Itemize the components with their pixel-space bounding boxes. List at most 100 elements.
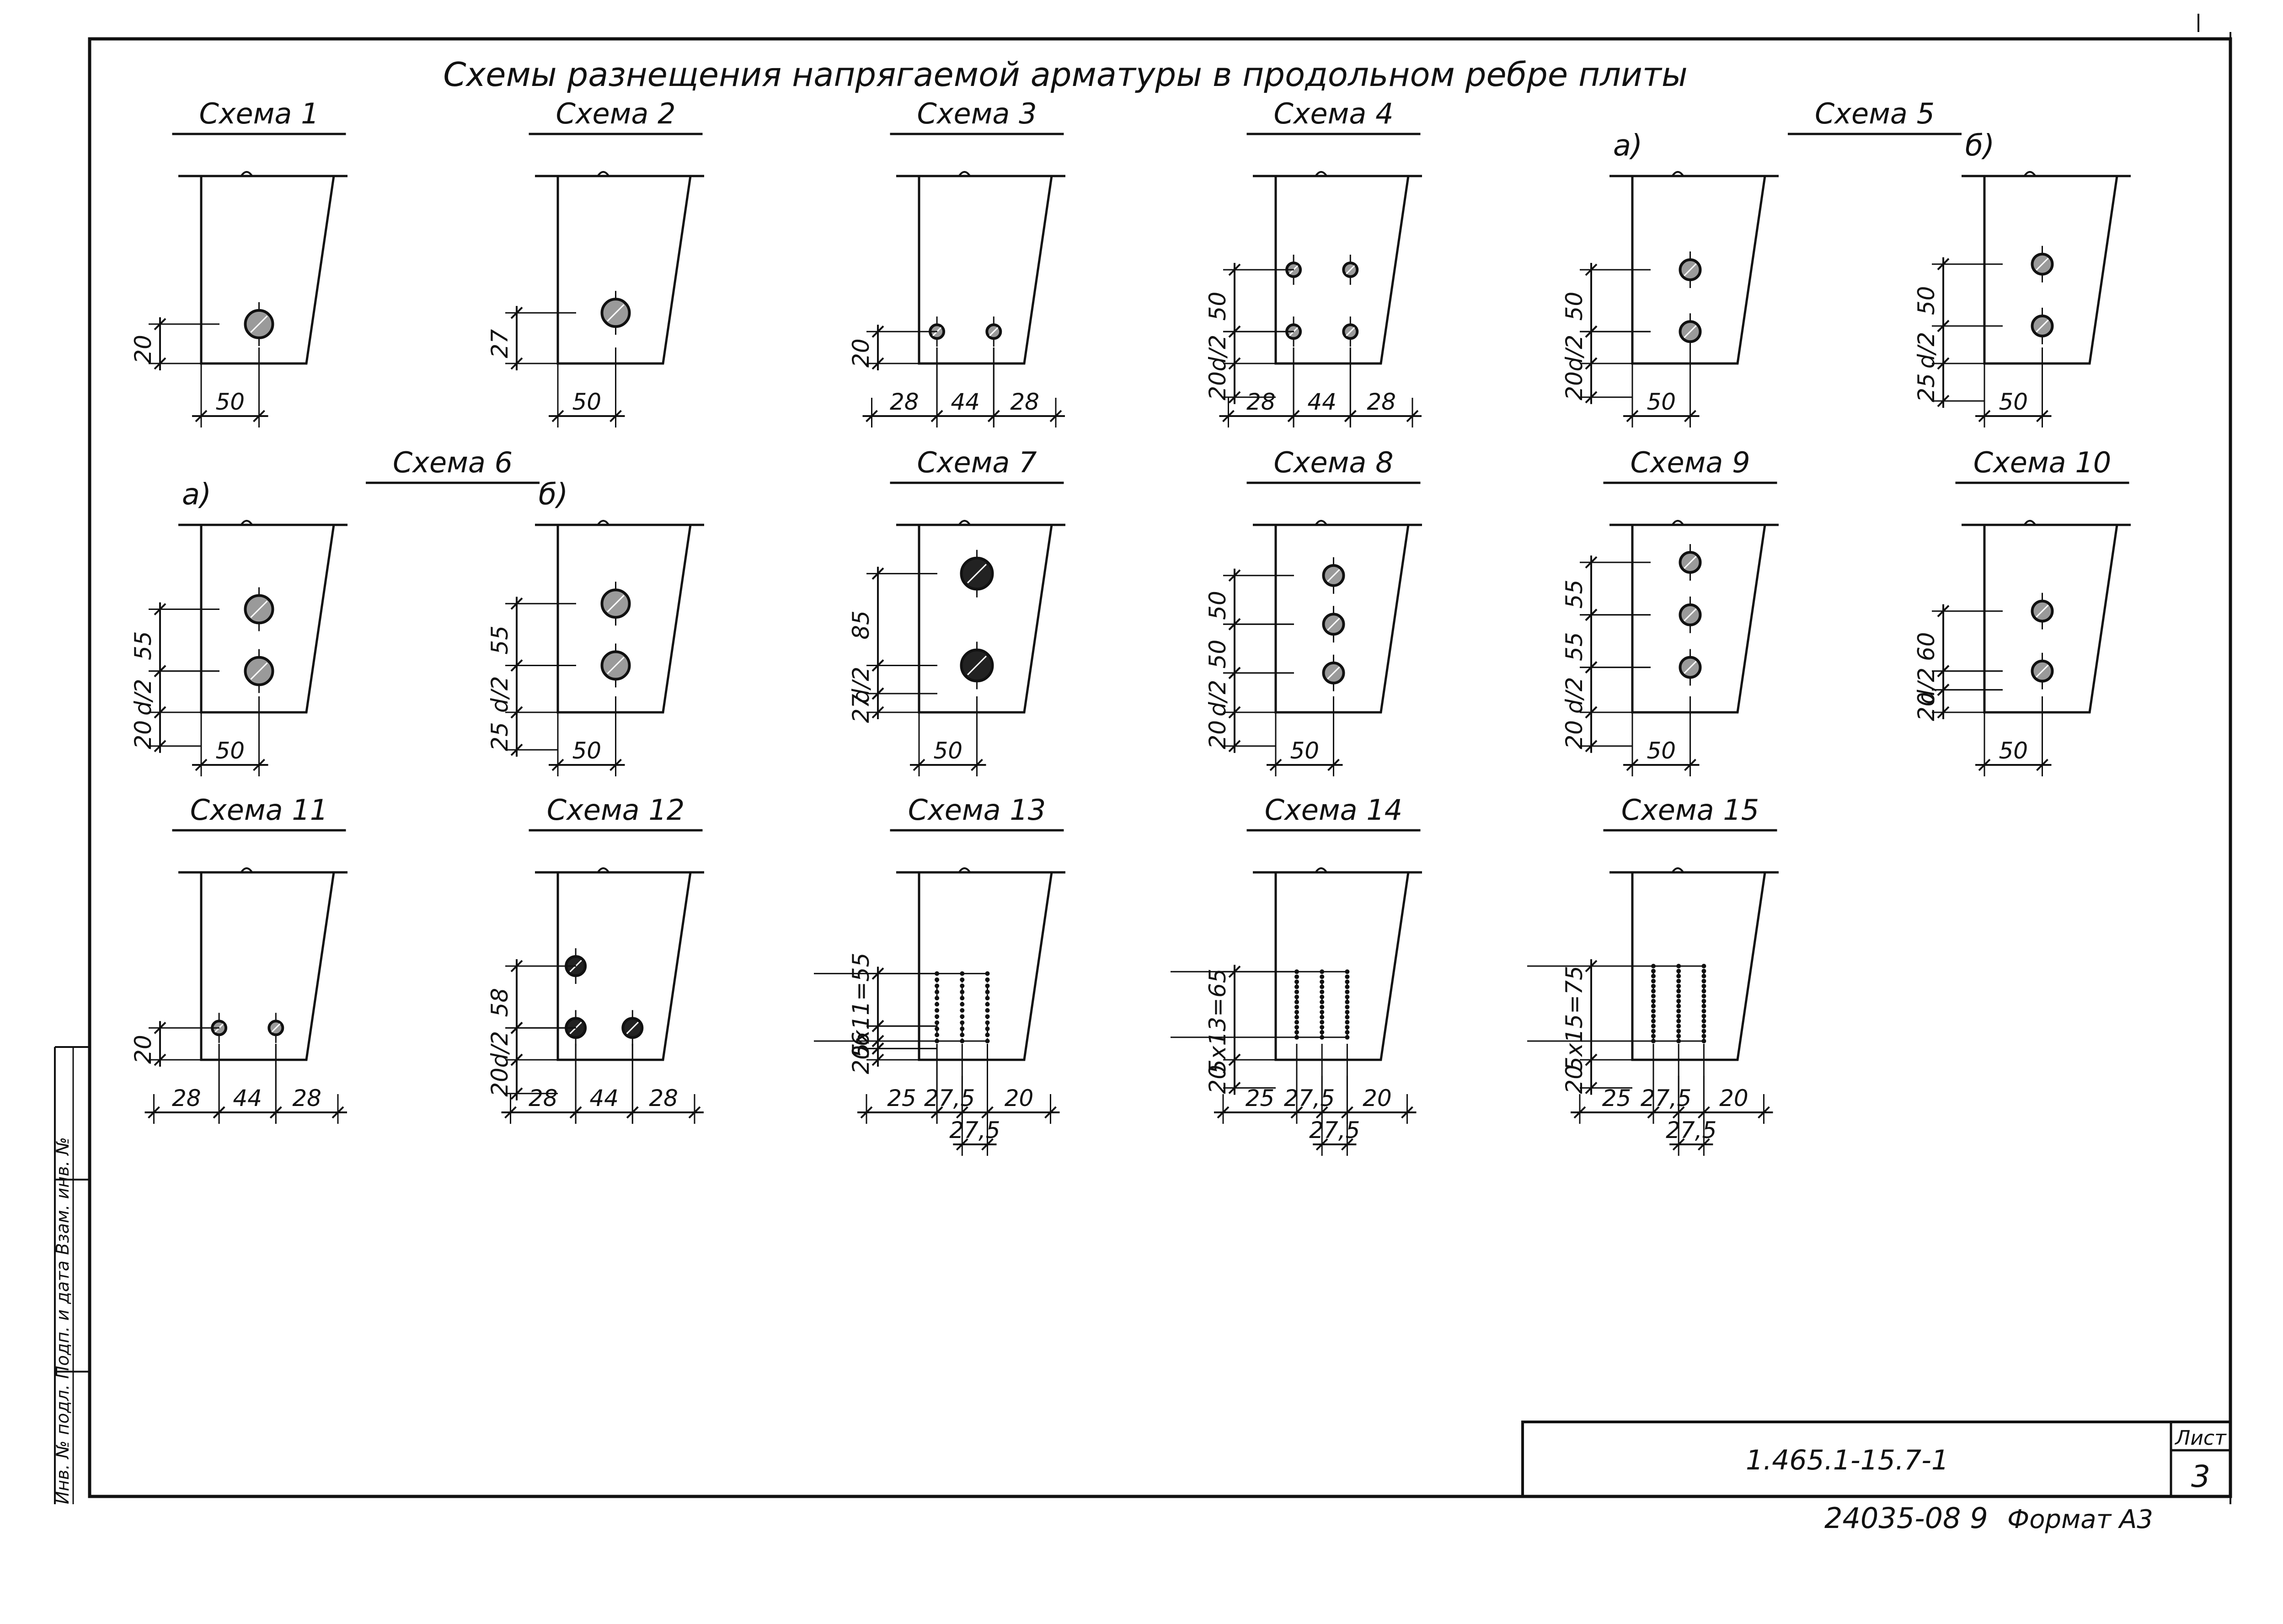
dimension-tick: [1228, 618, 1241, 630]
dimension-label: 20: [1363, 1085, 1392, 1111]
dimension-tick: [1228, 965, 1241, 978]
wire: [1651, 1004, 1656, 1009]
dimension-tick: [971, 759, 983, 771]
wire: [1701, 1019, 1706, 1024]
break-mark: [240, 520, 253, 526]
dimension-label: 50: [1290, 737, 1319, 764]
break-mark: [1315, 520, 1328, 526]
scheme-title: Схема 6: [393, 446, 513, 479]
dimension-tick: [1937, 320, 1950, 332]
wire: [985, 1020, 990, 1025]
dimension-label: d/2: [130, 679, 156, 716]
rebar-hatch: [2036, 664, 2049, 678]
dimension-label: 28: [1246, 389, 1276, 415]
wire: [935, 1020, 940, 1025]
wire: [1294, 1010, 1299, 1015]
dimension-tick: [1585, 1082, 1598, 1094]
dimension-tick: [1287, 410, 1300, 422]
dimension-label: 44: [233, 1085, 262, 1111]
rebar-hatch: [1684, 325, 1697, 338]
dimension-tick: [154, 1053, 166, 1066]
wire: [1651, 1029, 1656, 1034]
dimension-label: 5x11=55: [848, 953, 874, 1058]
dimension-tick: [1269, 759, 1282, 771]
title-block-frame: [1521, 1421, 2232, 1498]
rib-outline: [1631, 524, 1766, 714]
rebar-hatch: [1684, 263, 1697, 277]
dimension-label: 58: [487, 988, 513, 1017]
dimension-tick: [1585, 609, 1598, 621]
dimension-label: 20: [1204, 1065, 1231, 1094]
dimension-tick: [253, 759, 265, 771]
dimension-label: 55: [1561, 580, 1588, 609]
dimension-label: 50: [572, 737, 601, 764]
dimension-tick: [1573, 1106, 1586, 1119]
dimension-tick: [688, 1106, 701, 1119]
dimension-label: d/2: [1561, 677, 1588, 714]
dimension-tick: [1341, 1138, 1353, 1151]
break-mark: [958, 520, 971, 526]
wire: [985, 1008, 990, 1013]
wire: [960, 1008, 965, 1013]
dimension-tick: [1585, 357, 1598, 370]
dimension-label: 44: [589, 1085, 619, 1111]
dimension-tick: [1585, 1053, 1598, 1066]
dimension-label: 25: [487, 722, 513, 751]
dimension-label: 50: [1647, 389, 1676, 415]
dimension-tick: [930, 410, 943, 422]
rib-outline: [1274, 872, 1410, 1061]
dimension-tick: [1228, 667, 1241, 679]
dimension-tick: [1228, 391, 1241, 404]
dimension-tick: [1684, 410, 1696, 422]
dimension-label: 20: [130, 335, 156, 364]
wire: [960, 1020, 965, 1025]
wire: [985, 977, 990, 982]
dimension-label: d/2: [1204, 335, 1231, 371]
dimension-label: 27,5: [1284, 1085, 1335, 1111]
dimension-label: 20: [130, 1035, 156, 1064]
dimension-tick: [1937, 706, 1950, 719]
dimension-tick: [1937, 357, 1950, 370]
dimension-tick: [930, 1106, 943, 1119]
wire: [1651, 1014, 1656, 1019]
dimension-tick: [871, 659, 884, 672]
dimension-tick: [154, 706, 166, 719]
scheme-title: Схема 13: [908, 793, 1046, 827]
dimension-label: 27,5: [1309, 1117, 1360, 1143]
dimension-label: 50: [1204, 640, 1231, 669]
wire: [1701, 1034, 1706, 1039]
wire: [1701, 1009, 1706, 1014]
wire: [1676, 1019, 1681, 1024]
scheme-sub-label: а): [1613, 129, 1642, 163]
dimension-tick: [871, 687, 884, 700]
dimension-tick: [871, 967, 884, 980]
wire: [1701, 1024, 1706, 1029]
rebar-hatch: [250, 315, 268, 333]
dimension-tick: [626, 1106, 639, 1119]
wire: [1294, 989, 1299, 994]
dimension-tick: [1585, 325, 1598, 338]
wire: [1320, 979, 1325, 984]
rebar-hatch: [607, 657, 625, 674]
break-mark: [240, 867, 253, 873]
dimension-label: 20: [1561, 371, 1588, 401]
wire: [1345, 994, 1350, 999]
dimension-tick: [1937, 684, 1950, 696]
scheme-title: Схема 12: [547, 793, 685, 827]
wire: [935, 1002, 940, 1007]
dimension-tick: [1978, 759, 1991, 771]
dimension-tick: [154, 1021, 166, 1034]
dimension-label: d/2: [1561, 335, 1588, 371]
wire: [1345, 1025, 1350, 1030]
dimension-label: 20: [1204, 720, 1231, 749]
wire: [935, 996, 940, 1001]
scheme-title: Схема 15: [1621, 793, 1759, 827]
dimension-tick: [148, 1106, 160, 1119]
